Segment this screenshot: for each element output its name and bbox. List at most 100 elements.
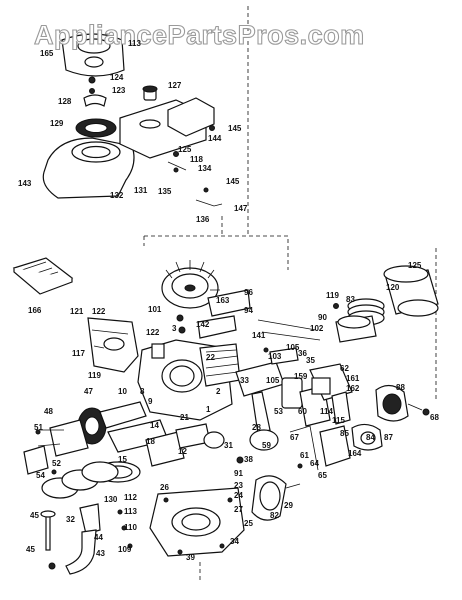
part-label: 166 [28, 306, 42, 315]
part-label: 110 [124, 523, 137, 532]
assembly-guide-line [144, 235, 289, 270]
part-label: 45 [26, 545, 35, 554]
part-label: 134 [198, 164, 212, 173]
part-label: 119 [88, 371, 101, 380]
part-label: 35 [306, 356, 315, 365]
part-label: 119 [326, 291, 339, 300]
part-label: 25 [244, 519, 253, 528]
part-label: 135 [158, 187, 172, 196]
flywheel-group [161, 260, 251, 339]
part-label: 52 [52, 459, 61, 468]
part-label: 94 [244, 306, 253, 315]
part-label: 3 [172, 324, 177, 333]
part-label: 90 [318, 313, 327, 322]
part-label: 39 [186, 553, 195, 562]
part-label: 22 [206, 353, 215, 362]
part-label: 162 [346, 384, 360, 393]
part-label: 64 [310, 459, 319, 468]
part-label: 122 [92, 307, 106, 316]
part-label: 29 [284, 501, 293, 510]
part-label: 129 [50, 119, 64, 128]
recoil-bracket [87, 317, 139, 373]
part-label: 60 [298, 407, 307, 416]
part-label: 109 [118, 545, 132, 554]
part-label: 26 [160, 483, 169, 492]
part-label: 125 [408, 261, 422, 270]
part-label: 117 [72, 349, 85, 358]
part-label: 113 [128, 39, 141, 48]
part-label: 163 [216, 296, 230, 305]
cylinder-sleeve-group [333, 265, 439, 343]
part-label: 88 [396, 383, 405, 392]
part-label: 87 [384, 433, 393, 442]
part-labels: 113 165 124 123 128 129 127 144 145 125 … [18, 39, 439, 562]
part-label: 124 [110, 73, 124, 82]
part-label: 83 [346, 295, 355, 304]
part-label: 130 [104, 495, 118, 504]
part-label: 85 [340, 429, 349, 438]
blower-housing-group [42, 33, 135, 199]
part-label: 145 [226, 177, 240, 186]
part-label: 103 [268, 352, 282, 361]
part-label: 68 [430, 413, 439, 422]
part-label: 82 [270, 511, 279, 520]
part-label: 48 [44, 407, 53, 416]
part-label: 121 [70, 307, 84, 316]
part-label: 101 [148, 305, 162, 314]
part-label: 53 [274, 407, 283, 416]
part-label: 113 [124, 507, 137, 516]
part-label: 23 [234, 481, 243, 490]
part-label: 28 [252, 423, 261, 432]
part-label: 10 [118, 387, 127, 396]
oil-fill-tube-group [40, 503, 133, 575]
part-label: 144 [208, 134, 222, 143]
part-label: 51 [34, 423, 43, 432]
part-label: 91 [234, 469, 243, 478]
part-label: 161 [346, 374, 360, 383]
part-label: 47 [84, 387, 93, 396]
crankcase-block [137, 339, 241, 421]
part-label: 62 [340, 364, 349, 373]
recoil-pulley-group [23, 401, 147, 475]
part-label: 34 [230, 537, 239, 546]
part-label: 27 [234, 505, 243, 514]
part-label: 96 [244, 288, 253, 297]
part-label: 59 [262, 441, 271, 450]
owners-manual [12, 257, 74, 295]
part-label: 132 [110, 191, 124, 200]
part-label: 67 [290, 433, 299, 442]
part-label: 21 [180, 413, 189, 422]
part-label: 61 [300, 451, 309, 460]
part-label: 136 [196, 215, 210, 224]
part-label: 105 [286, 343, 300, 352]
part-label: 112 [124, 493, 137, 502]
part-label: 18 [146, 437, 155, 446]
part-label: 164 [348, 449, 362, 458]
connecting-rod-group [235, 319, 331, 451]
part-label: 54 [36, 471, 45, 480]
part-label: 33 [240, 376, 249, 385]
part-label: 2 [216, 387, 221, 396]
part-label: 145 [228, 124, 242, 133]
part-label: 15 [118, 455, 127, 464]
part-label: 123 [112, 86, 126, 95]
part-label: 128 [58, 97, 72, 106]
part-label: 120 [386, 283, 400, 292]
part-label: 14 [150, 421, 159, 430]
part-label: 127 [168, 81, 182, 90]
muffler-group [251, 475, 301, 521]
part-label: 125 [178, 145, 192, 154]
carburetor-group [289, 363, 430, 471]
part-label: 114 [320, 407, 333, 416]
watermark-text: AppliancePartsPros.com [34, 20, 365, 50]
part-label: 38 [244, 455, 253, 464]
part-label: 115 [332, 416, 345, 425]
part-label: 32 [66, 515, 75, 524]
part-label: 159 [294, 372, 308, 381]
part-label: 36 [298, 349, 307, 358]
part-label: 165 [40, 49, 54, 58]
part-label: 1 [206, 405, 211, 414]
part-label: 84 [366, 433, 375, 442]
gasket-rings [41, 461, 119, 499]
